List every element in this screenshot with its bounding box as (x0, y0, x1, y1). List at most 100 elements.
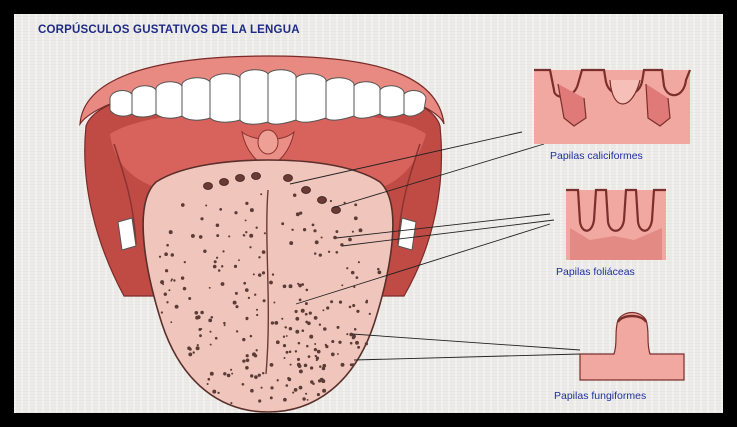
papilla-dot (318, 379, 321, 382)
papilla-dot (236, 330, 238, 332)
papilla-dot (326, 306, 329, 309)
papilla-dot (209, 331, 211, 333)
papilla-dot (224, 324, 226, 326)
papilla-dot (316, 357, 319, 360)
papilla-dot (331, 353, 335, 357)
papilla-dot (312, 224, 315, 227)
papilla-dot (168, 289, 170, 291)
papilla-dot (191, 234, 195, 238)
papilla-dot (221, 282, 225, 286)
papilla-dot (366, 300, 368, 302)
papilla-dot (307, 399, 309, 401)
papilla-dot (369, 313, 371, 315)
papilla-dot (199, 235, 203, 239)
papilla-dot (263, 299, 266, 302)
papilla-dot (286, 335, 288, 337)
papilla-dot (164, 252, 168, 256)
papilla-dot (351, 271, 355, 275)
label-fungiformes: Papilas fungiformes (554, 390, 646, 402)
papilla-dot (207, 378, 210, 381)
papilla-dot (305, 313, 308, 316)
papilla-dot (319, 365, 322, 368)
papilla-dot (354, 328, 357, 331)
papilla-dot (272, 273, 274, 275)
papilla-dot (292, 392, 294, 394)
papilla-dot (295, 350, 297, 352)
papilla-dot (286, 351, 289, 354)
label-foliaceas: Papilas foliáceas (556, 266, 635, 278)
papilla-dot (256, 309, 258, 311)
papilla-dot (289, 284, 293, 288)
papilla-dot (210, 344, 212, 346)
papilla-dot (222, 250, 224, 252)
papilla-dot (250, 208, 254, 212)
papilla-dot (254, 375, 258, 379)
papilla-dot (319, 324, 321, 326)
papilla-dot (203, 249, 206, 252)
papilla-dot (223, 322, 226, 325)
papilla-dot (312, 382, 315, 385)
papilla-dot (205, 205, 207, 207)
papilla-dot (337, 326, 340, 329)
papilla-dot (350, 342, 353, 345)
papilla-dot (298, 364, 302, 368)
papilla-dot (299, 369, 303, 373)
papilla-dot (164, 293, 167, 296)
papilla-dot (194, 311, 198, 315)
papilla-dot (250, 335, 253, 338)
papilla-dot (187, 346, 191, 350)
papilla-dot (289, 241, 293, 245)
papilla-dot (219, 208, 222, 211)
papilla-dot (284, 357, 286, 359)
papilla-dot (245, 317, 248, 320)
papilla-dot (230, 402, 232, 404)
papilla-dot (216, 224, 220, 228)
papilla-dot (317, 350, 321, 354)
papilla-dot (250, 374, 253, 377)
papilla-dot (325, 344, 327, 346)
papilla-dot (270, 396, 273, 399)
papilla-dot (293, 193, 296, 196)
papilla-dot (348, 238, 352, 242)
papilla-dot (308, 355, 311, 358)
papilla-dot (330, 200, 332, 202)
papilla-dot (299, 386, 303, 390)
papilla-dot (249, 234, 253, 238)
papilla-dot (196, 346, 200, 350)
papilla-dot (355, 341, 359, 345)
papilla-dot (269, 281, 273, 285)
papilla-dot (271, 321, 274, 324)
papilla-dot (234, 211, 237, 214)
papilla-dot (193, 351, 195, 353)
papilla-dot (346, 333, 348, 335)
papilla-dot (295, 330, 299, 334)
papilla-dot (354, 216, 358, 220)
papilla-dot (335, 230, 338, 233)
papilla-dot (249, 246, 251, 248)
papilla-dot (317, 393, 320, 396)
papilla-dot (262, 271, 265, 274)
papilla-dot (210, 372, 214, 376)
papilla-dot (314, 348, 317, 351)
papilla-dot (200, 311, 204, 315)
papilla-dot (217, 392, 219, 394)
papilla-dot (258, 273, 261, 276)
papilla-dot (305, 321, 308, 324)
papilla-dot (181, 276, 184, 279)
papilla-dot (250, 389, 254, 393)
papilla-dot (349, 333, 353, 337)
papilla-dot (162, 284, 164, 286)
papilla-dot (170, 280, 172, 282)
papilla-dot (354, 203, 357, 206)
papilla-dot (291, 229, 293, 231)
papilla-dot (331, 340, 334, 343)
papilla-dot (356, 276, 359, 279)
papilla-dot (306, 289, 309, 292)
papilla-dot (270, 386, 273, 389)
papilla-dot (281, 318, 283, 320)
papilla-dot (288, 378, 291, 381)
papilla-dot (160, 280, 164, 284)
papilla-dot (294, 388, 298, 392)
papilla-dot (199, 334, 202, 337)
papilla-dot (246, 354, 249, 357)
